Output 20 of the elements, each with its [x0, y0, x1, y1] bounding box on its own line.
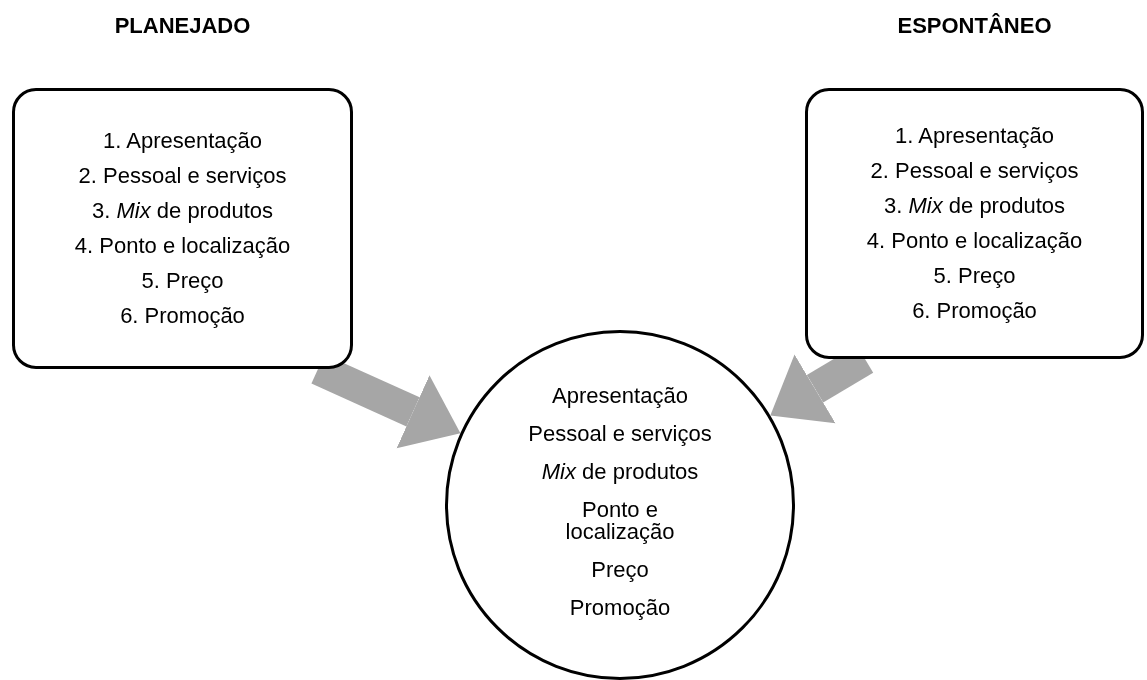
list-item: 4. Ponto e localização [866, 230, 1083, 252]
list-item: 6. Promoção [912, 300, 1037, 322]
list-item: 2. Pessoal e serviços [870, 160, 1079, 182]
list-item: Apresentação [552, 385, 688, 407]
list-item: 2. Pessoal e serviços [78, 165, 287, 187]
column-heading: ESPONTÂNEO [897, 13, 1052, 39]
list-item: Pessoal e serviços [528, 423, 712, 445]
list-item: 5. Preço [933, 265, 1016, 287]
list-item: 1. Apresentação [895, 125, 1054, 147]
column-heading: PLANEJADO [114, 13, 251, 39]
list-item: 3. Mix de produtos [884, 195, 1065, 217]
list-item: 6. Promoção [120, 305, 245, 327]
list-item: Ponto e localização [564, 499, 676, 543]
list-item: 3. Mix de produtos [92, 200, 273, 222]
list-item: 1. Apresentação [103, 130, 262, 152]
list-item: Mix de produtos [541, 461, 699, 483]
list-item: Promoção [569, 597, 671, 619]
list-item: 4. Ponto e localização [74, 235, 291, 257]
list-item: Preço [591, 559, 649, 581]
list-item: 5. Preço [141, 270, 224, 292]
